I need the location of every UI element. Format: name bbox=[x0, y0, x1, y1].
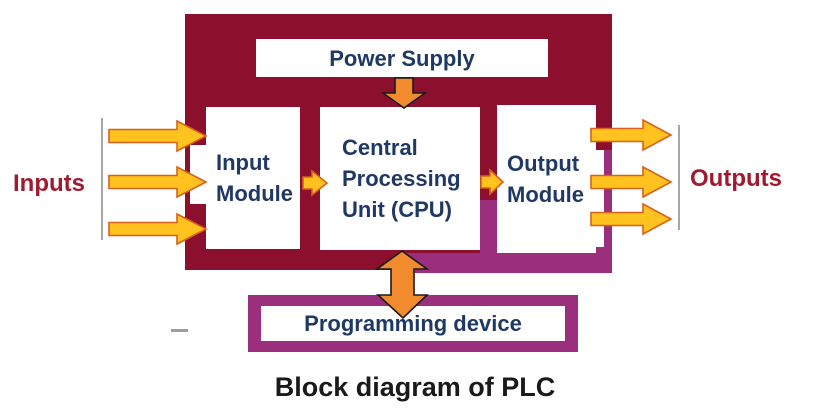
input-module-block: Input Module bbox=[206, 107, 300, 249]
output-module-block: Output Module bbox=[497, 105, 596, 253]
stray-mark bbox=[171, 329, 188, 332]
cpu-label-line1: Central bbox=[342, 135, 418, 160]
input-module-label-line1: Input bbox=[216, 150, 270, 175]
outputs-bracket-line bbox=[678, 125, 680, 230]
power-supply-block: Power Supply bbox=[256, 39, 548, 77]
input-module-label-line2: Module bbox=[216, 181, 293, 206]
inputs-bracket-line bbox=[101, 118, 103, 240]
output-module-label-line2: Module bbox=[507, 182, 584, 207]
programming-device-label: Programming device bbox=[304, 310, 522, 336]
diagram-title: Block diagram of PLC bbox=[274, 372, 556, 402]
power-supply-label: Power Supply bbox=[329, 45, 475, 71]
cpu-block: Central Processing Unit (CPU) bbox=[320, 107, 480, 250]
inputs-label: Inputs bbox=[13, 170, 85, 197]
programming-device-block: Programming device bbox=[248, 295, 578, 352]
cpu-label-line3: Unit (CPU) bbox=[342, 197, 452, 222]
input-module-notch bbox=[190, 145, 207, 204]
programming-device-inner: Programming device bbox=[261, 306, 565, 341]
outputs-label: Outputs bbox=[690, 165, 782, 192]
output-module-notch bbox=[595, 150, 604, 247]
magenta-frame-bottom bbox=[405, 253, 612, 273]
cpu-label-line2: Processing bbox=[342, 166, 461, 191]
output-module-label-line1: Output bbox=[507, 151, 580, 176]
